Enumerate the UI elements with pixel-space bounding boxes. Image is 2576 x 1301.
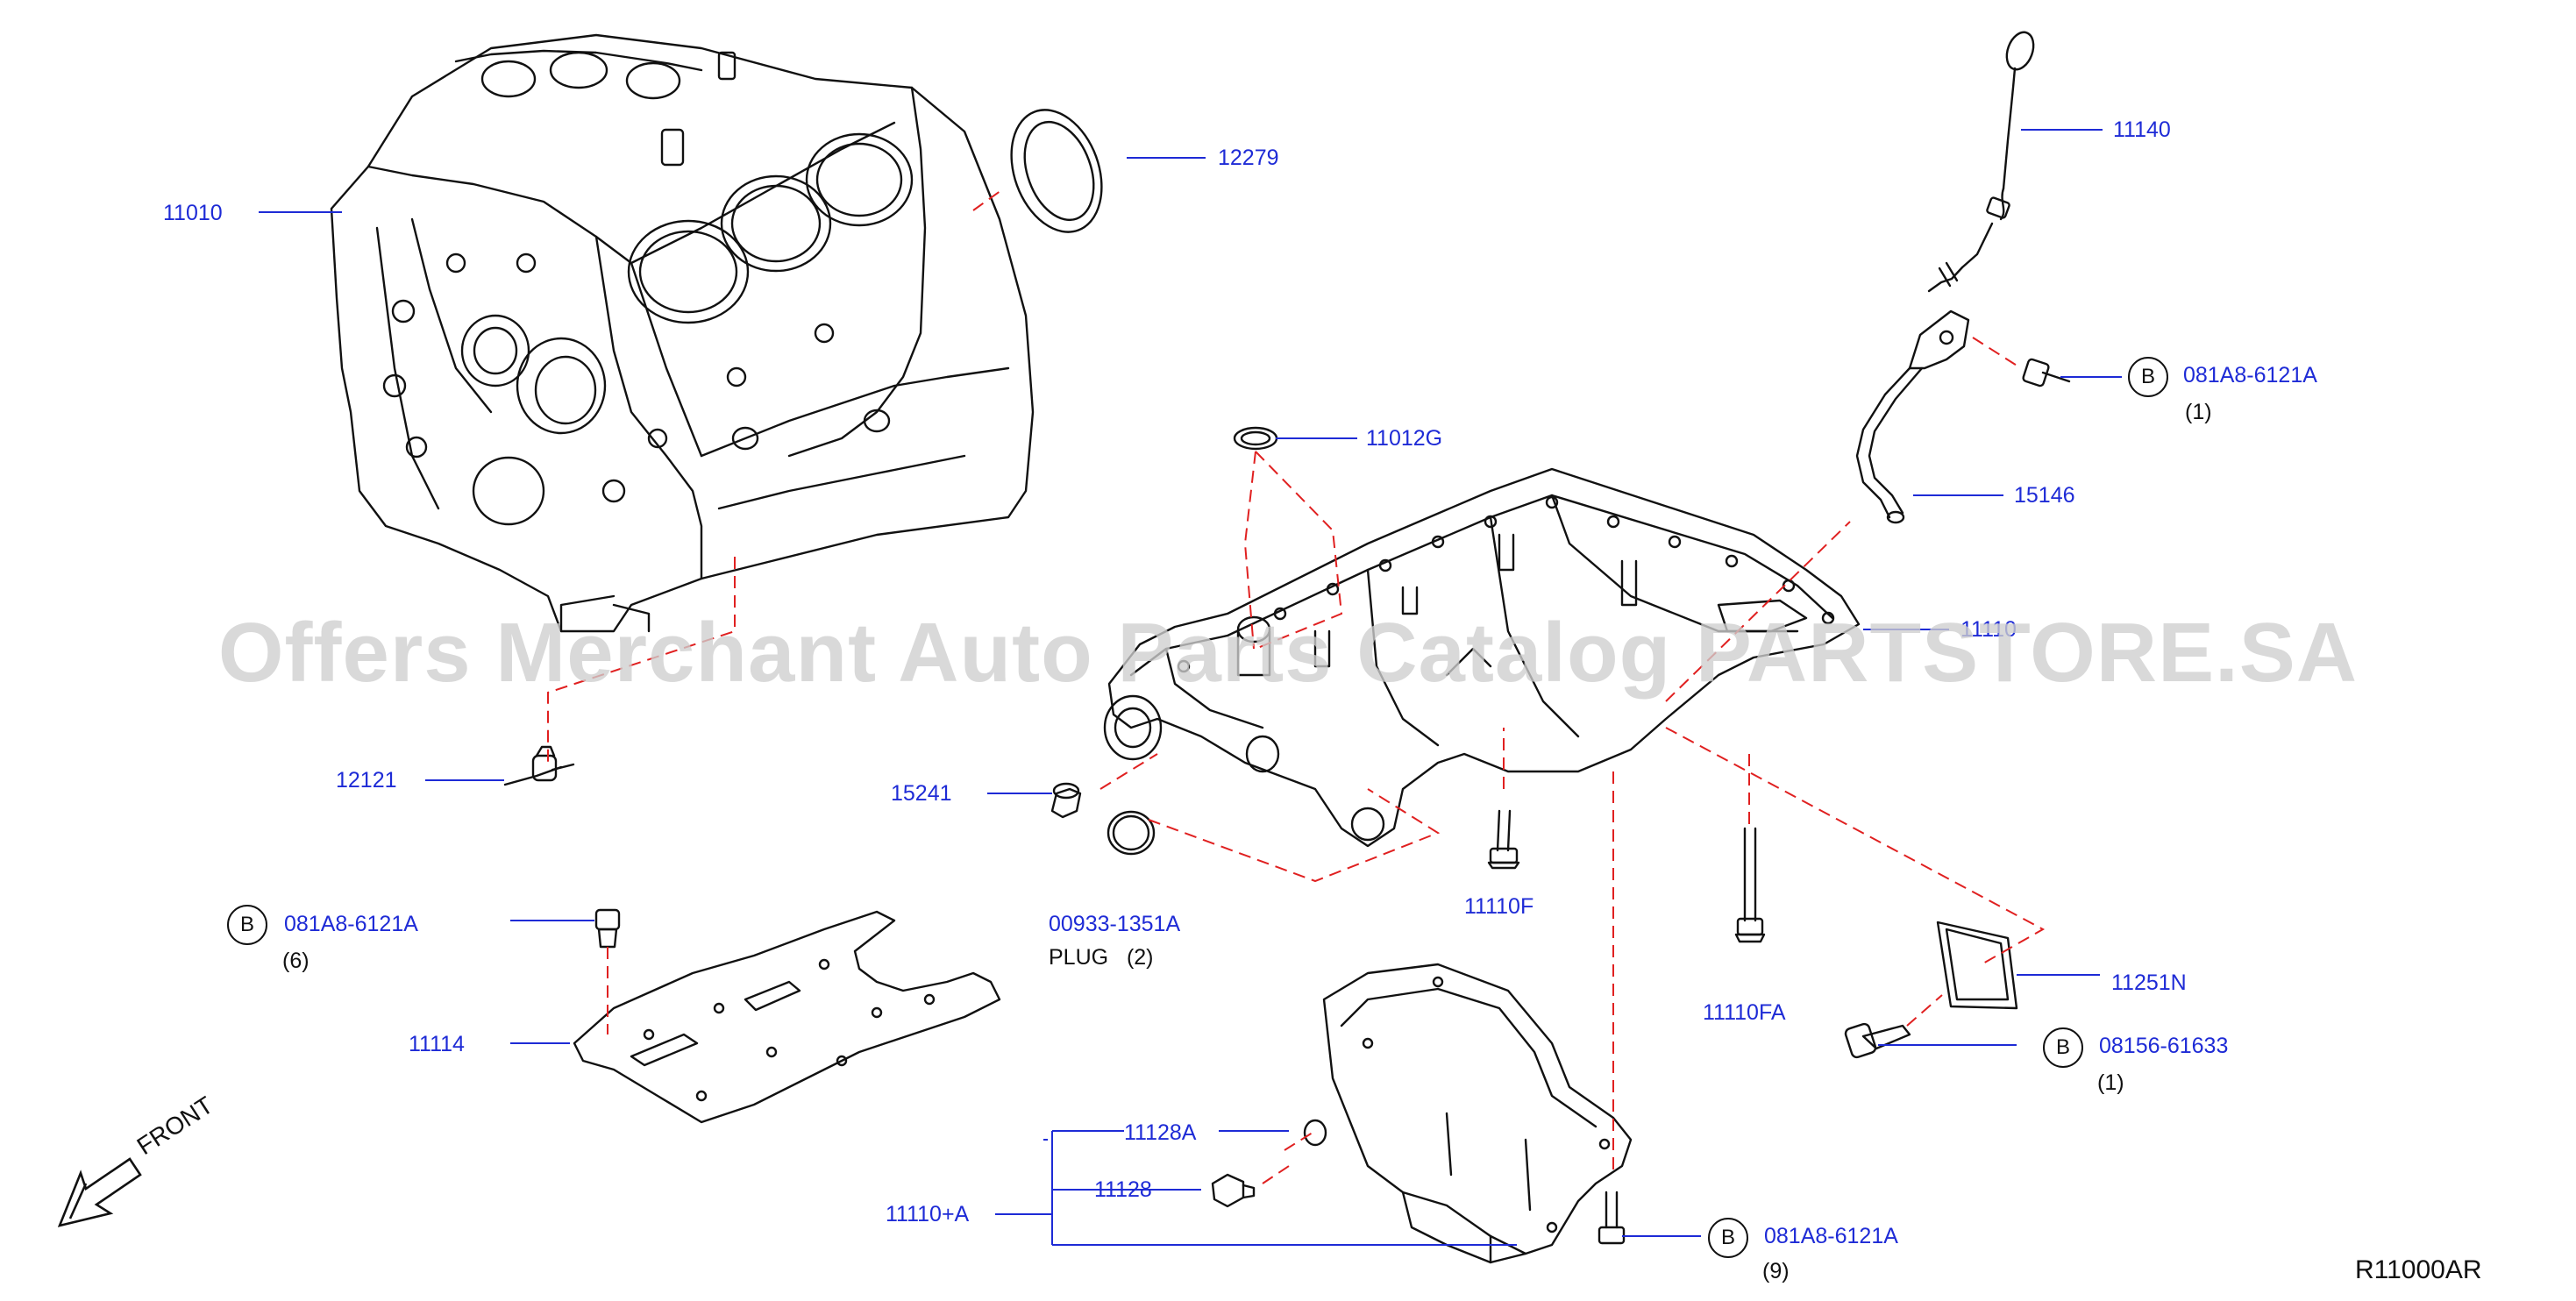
upper-oil-pan-drawing [1103, 467, 1861, 848]
watermark: Offers Merchant Auto Parts Catalog PARTS… [217, 606, 2359, 700]
bolt-b-marker: B [2043, 1027, 2083, 1068]
bolt-quantity: (9) [1762, 1259, 1790, 1283]
bolt-code-081a8-6121a[interactable]: 081A8-6121A [284, 912, 418, 936]
part-number-11110-a[interactable]: 11110+A [886, 1202, 970, 1226]
front-arrow-drawing [57, 1157, 142, 1227]
part-number-11110fa[interactable]: 11110FA [1703, 1000, 1786, 1025]
part-number-12121[interactable]: 12121 [336, 768, 397, 793]
part-number-11110f[interactable]: 11110F [1464, 894, 1534, 919]
part-number-11251n[interactable]: 11251N [2111, 970, 2187, 995]
bolt-code-08156-61633[interactable]: 08156-61633 [2099, 1034, 2229, 1058]
part-number-11114[interactable]: 11114 [409, 1032, 465, 1056]
part-number-11128[interactable]: 11128 [1094, 1177, 1152, 1202]
part-number-00933-1351a[interactable]: 00933-1351A [1049, 912, 1181, 936]
part-number-11140[interactable]: 11140 [2113, 117, 2171, 142]
bolt-b-marker: B [1708, 1218, 1748, 1258]
bolt-code-081a8-6121a[interactable]: 081A8-6121A [2183, 363, 2317, 387]
dipstick-guide-drawing [1855, 309, 1970, 524]
plug-label: PLUG (2) [1049, 945, 1154, 970]
bolt-quantity: (6) [282, 949, 310, 973]
part-number-11012g[interactable]: 11012G [1366, 426, 1443, 451]
drain-cock-drawing [503, 745, 575, 786]
bolt-b-marker: B [2128, 357, 2168, 397]
diagram-reference: R11000AR [2355, 1255, 2482, 1284]
part-number-11110[interactable]: 11110 [1960, 617, 2017, 642]
lower-oil-pan-drawing [1322, 963, 1633, 1264]
part-number-15241[interactable]: 15241 [891, 781, 952, 806]
part-number-12279[interactable]: 12279 [1218, 146, 1279, 170]
bolt-b-marker: B [227, 905, 267, 945]
dipstick-drawing [1927, 31, 2035, 293]
part-number-11010[interactable]: 11010 [163, 201, 223, 225]
bolt-quantity: (1) [2185, 400, 2212, 424]
bolt-quantity: (1) [2097, 1070, 2124, 1095]
bolt-code-081a8-6121a[interactable]: 081A8-6121A [1764, 1224, 1898, 1248]
part-number-11128a[interactable]: 11128A [1124, 1120, 1197, 1145]
cylinder-block-drawing [330, 33, 1035, 633]
part-number-15146[interactable]: 15146 [2014, 483, 2075, 508]
